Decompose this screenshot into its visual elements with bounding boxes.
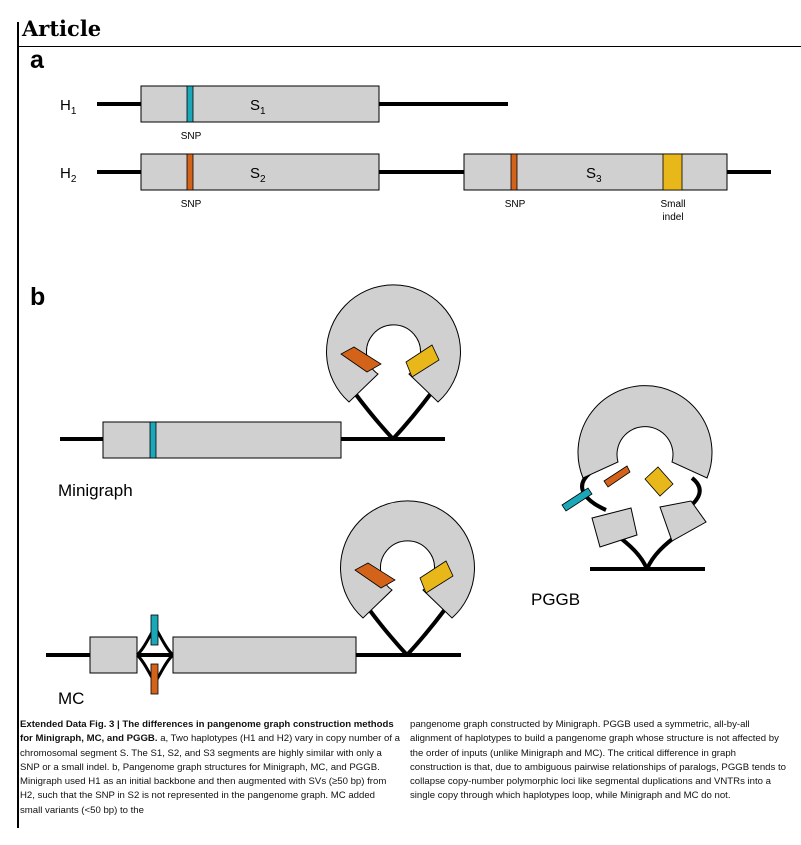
pggb-snp-teal [561, 487, 593, 512]
mc-label: MC [58, 689, 84, 708]
minigraph-indel-yellow [405, 344, 440, 378]
segment-s3 [463, 153, 728, 191]
caption-left-body: a, Two haplotypes (H1 and H2) vary in co… [20, 733, 400, 816]
panel-a-label: a [30, 46, 45, 74]
caption-right-column: pangenome graph constructed by Minigraph… [410, 718, 788, 804]
pggb-indel-yellow [644, 466, 674, 497]
pggb-graph: PGGB [531, 385, 713, 609]
caption-title: Extended Data Fig. 3 | The differences i… [20, 719, 394, 745]
haplotype-h1-row: H1 S1 SNP [60, 85, 508, 142]
mc-snp-orange-arc [354, 562, 396, 589]
caption-right-body: pangenome graph constructed by Minigraph… [410, 719, 786, 802]
pggb-label: PGGB [531, 590, 580, 609]
figure-canvas: a H1 S1 SNP H2 S2 S3 SNP SNP Small indel… [30, 46, 771, 708]
mc-segment-left [89, 636, 138, 674]
mc-loop-edge-right [405, 606, 448, 657]
mc-snp-orange [150, 663, 159, 695]
snp-label-s2: SNP [181, 199, 202, 210]
haplotype-h2-row: H2 S2 S3 SNP SNP Small indel [60, 153, 771, 223]
section-header: Article [22, 16, 102, 41]
left-margin-rule [17, 22, 19, 828]
minigraph-graph: Minigraph [58, 284, 461, 500]
snp-label-h1: SNP [181, 131, 202, 142]
h2-label: H2 [60, 165, 77, 185]
segment-s1 [140, 85, 380, 123]
mc-duplication-arc [340, 500, 475, 619]
segment-s2 [140, 153, 380, 191]
minigraph-duplication-arc [326, 284, 461, 403]
mc-indel-yellow [419, 560, 454, 594]
mc-snp-teal [150, 614, 159, 646]
minigraph-snp-orange [340, 346, 382, 373]
pggb-block-left [591, 507, 638, 548]
mc-loop-edge-left [366, 606, 409, 657]
indel-label-line1: Small [660, 199, 685, 210]
snp-marker-teal [186, 85, 194, 123]
pggb-collapsed-arc [577, 385, 713, 479]
pggb-snp-orange [603, 465, 631, 488]
indel-label-line2: indel [662, 212, 683, 223]
mc-segment-right [172, 636, 357, 674]
s1-label: S1 [250, 97, 266, 117]
snp-marker-orange-s3 [510, 153, 518, 191]
snp-label-s3: SNP [505, 199, 526, 210]
mc-graph: MC [46, 500, 475, 708]
panel-b-label: b [30, 283, 45, 311]
s2-label: S2 [250, 165, 266, 185]
caption-left-column: Extended Data Fig. 3 | The differences i… [20, 718, 400, 818]
minigraph-label: Minigraph [58, 481, 133, 500]
minigraph-segment [102, 421, 342, 459]
snp-marker-orange-s2 [186, 153, 194, 191]
minigraph-loop-edge-right [391, 390, 434, 441]
pggb-block-right [659, 500, 707, 542]
minigraph-snp-teal [149, 421, 157, 459]
header-rule [17, 46, 801, 47]
minigraph-loop-edge-left [352, 390, 395, 441]
s3-label: S3 [586, 165, 602, 185]
indel-marker-yellow [662, 153, 683, 191]
h1-label: H1 [60, 97, 77, 117]
